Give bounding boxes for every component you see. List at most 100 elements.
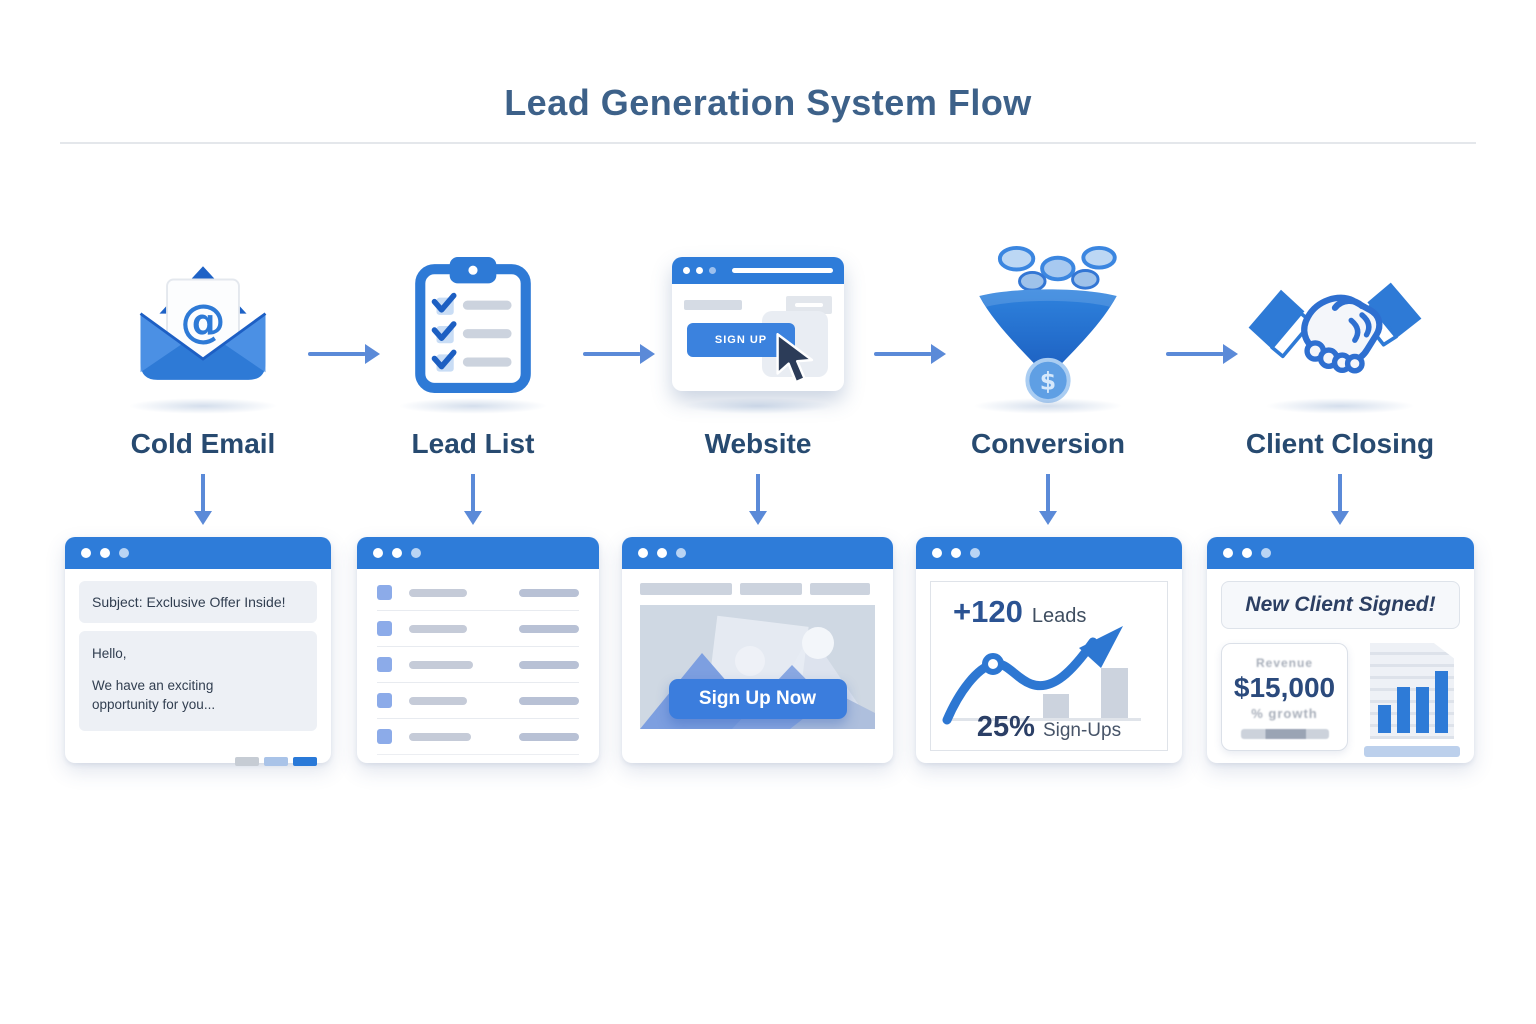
pill-gray: [235, 757, 259, 766]
mini-browser-content: [672, 284, 844, 314]
card-titlebar: [65, 537, 331, 569]
client-closing-card: New Client Signed! Revenue $15,000 % gro…: [1207, 537, 1474, 763]
ticket-pill: [1240, 728, 1329, 739]
window-dot: [373, 548, 383, 558]
down-arrow: [464, 474, 482, 525]
leads-label: Leads: [1031, 605, 1087, 627]
window-dot: [657, 548, 667, 558]
icon-shadow: [128, 398, 278, 414]
stage-label-website: Website: [704, 428, 812, 459]
list-item: [377, 611, 579, 647]
hero-image-placeholder: Sign Up Now: [640, 605, 875, 729]
flow-arrow: [308, 344, 380, 364]
window-dot: [932, 548, 942, 558]
document-base-bar: [1364, 746, 1460, 757]
nav-bar: [640, 583, 732, 595]
stage-label-client-closing: Client Closing: [1245, 428, 1435, 459]
browser-cursor-icon: SIGN UP: [668, 248, 848, 400]
leads-metric: +120 Leads: [953, 594, 1086, 630]
list-item: [377, 647, 579, 683]
revenue-value: $15,000: [1233, 671, 1336, 703]
document-sheet: [1370, 643, 1454, 739]
window-dot: [119, 548, 129, 558]
window-dot: [100, 548, 110, 558]
email-body-text: We have an exciting opportunity for you.…: [92, 677, 216, 713]
pill-blue: [293, 757, 317, 766]
icon-shadow: [1265, 398, 1415, 414]
window-dot: [1223, 548, 1233, 558]
list-item: [377, 575, 579, 611]
card-titlebar: [1207, 537, 1474, 569]
bar-chart-icon: [1378, 671, 1448, 733]
conversion-card: +120 Leads 25% Sign-Ups: [916, 537, 1182, 763]
website-card: Sign Up Now: [622, 537, 893, 763]
lead-list-rows: [357, 569, 599, 755]
handshake-icon: [1245, 248, 1425, 400]
stage-label-lead-list: Lead List: [411, 428, 535, 459]
flow-arrow: [583, 344, 655, 364]
nav-bar: [810, 583, 870, 595]
mini-browser-titlebar: [672, 257, 844, 284]
card-titlebar: [622, 537, 893, 569]
clipboard-checklist-icon: [383, 248, 563, 400]
cursor-icon: [776, 333, 814, 384]
at-glyph: @: [180, 294, 225, 347]
icon-shadow: [398, 398, 548, 414]
nav-placeholder-bars: [622, 569, 893, 595]
stage-label-conversion: Conversion: [970, 428, 1126, 459]
content-placeholder-bar: [684, 300, 742, 310]
window-dot: [81, 548, 91, 558]
list-item: [377, 719, 579, 755]
pill-lightblue: [264, 757, 288, 766]
signup-now-button[interactable]: Sign Up Now: [668, 679, 847, 719]
email-subject: Subject: Exclusive Offer Inside!: [79, 581, 317, 623]
window-dot: [951, 548, 961, 558]
dollar-glyph: $: [1040, 367, 1056, 395]
down-arrow: [1039, 474, 1057, 525]
window-dot: [638, 548, 648, 558]
lead-list-card: [357, 537, 599, 763]
window-dot: [709, 267, 716, 274]
window-dot: [1261, 548, 1271, 558]
growth-label: % growth: [1251, 705, 1318, 721]
icon-shadow: [683, 398, 833, 414]
list-item: [377, 683, 579, 719]
email-footer-pills: [235, 757, 317, 766]
flow-arrow: [1166, 344, 1238, 364]
new-client-banner: New Client Signed!: [1221, 581, 1460, 629]
signups-metric: 25% Sign-Ups: [931, 711, 1167, 744]
signups-value: 25%: [976, 711, 1035, 743]
report-document: [1364, 643, 1460, 757]
icon-shadow: [973, 398, 1123, 414]
header-divider: [60, 142, 1476, 144]
email-greeting: Hello,: [92, 646, 127, 661]
card-titlebar: [916, 537, 1182, 569]
flow-arrow: [874, 344, 946, 364]
card-titlebar: [357, 537, 599, 569]
stage-label-cold-email: Cold Email: [130, 428, 276, 459]
email-message: Hello, We have an exciting opportunity f…: [79, 631, 317, 731]
down-arrow: [1331, 474, 1349, 525]
metrics-panel: +120 Leads 25% Sign-Ups: [930, 581, 1168, 751]
page-title: Lead Generation System Flow: [504, 82, 1032, 123]
window-dot: [392, 548, 402, 558]
growth-arrow-chart: [942, 626, 1141, 725]
revenue-label: Revenue: [1255, 655, 1314, 670]
signups-label: Sign-Ups: [1042, 720, 1122, 741]
mini-browser-window: SIGN UP: [672, 257, 844, 391]
down-arrow: [749, 474, 767, 525]
window-dot: [970, 548, 980, 558]
down-arrow: [194, 474, 212, 525]
nav-bar: [740, 583, 802, 595]
revenue-ticket: Revenue $15,000 % growth: [1221, 643, 1348, 751]
envelope-at-icon: @: [113, 248, 293, 400]
window-dot: [683, 267, 690, 274]
window-dot: [411, 548, 421, 558]
window-dot: [1242, 548, 1252, 558]
content-placeholder-box: [786, 296, 832, 314]
cold-email-card: Subject: Exclusive Offer Inside! Hello, …: [65, 537, 331, 766]
leads-value: +120: [953, 594, 1023, 629]
window-dot: [676, 548, 686, 558]
window-dot: [696, 267, 703, 274]
